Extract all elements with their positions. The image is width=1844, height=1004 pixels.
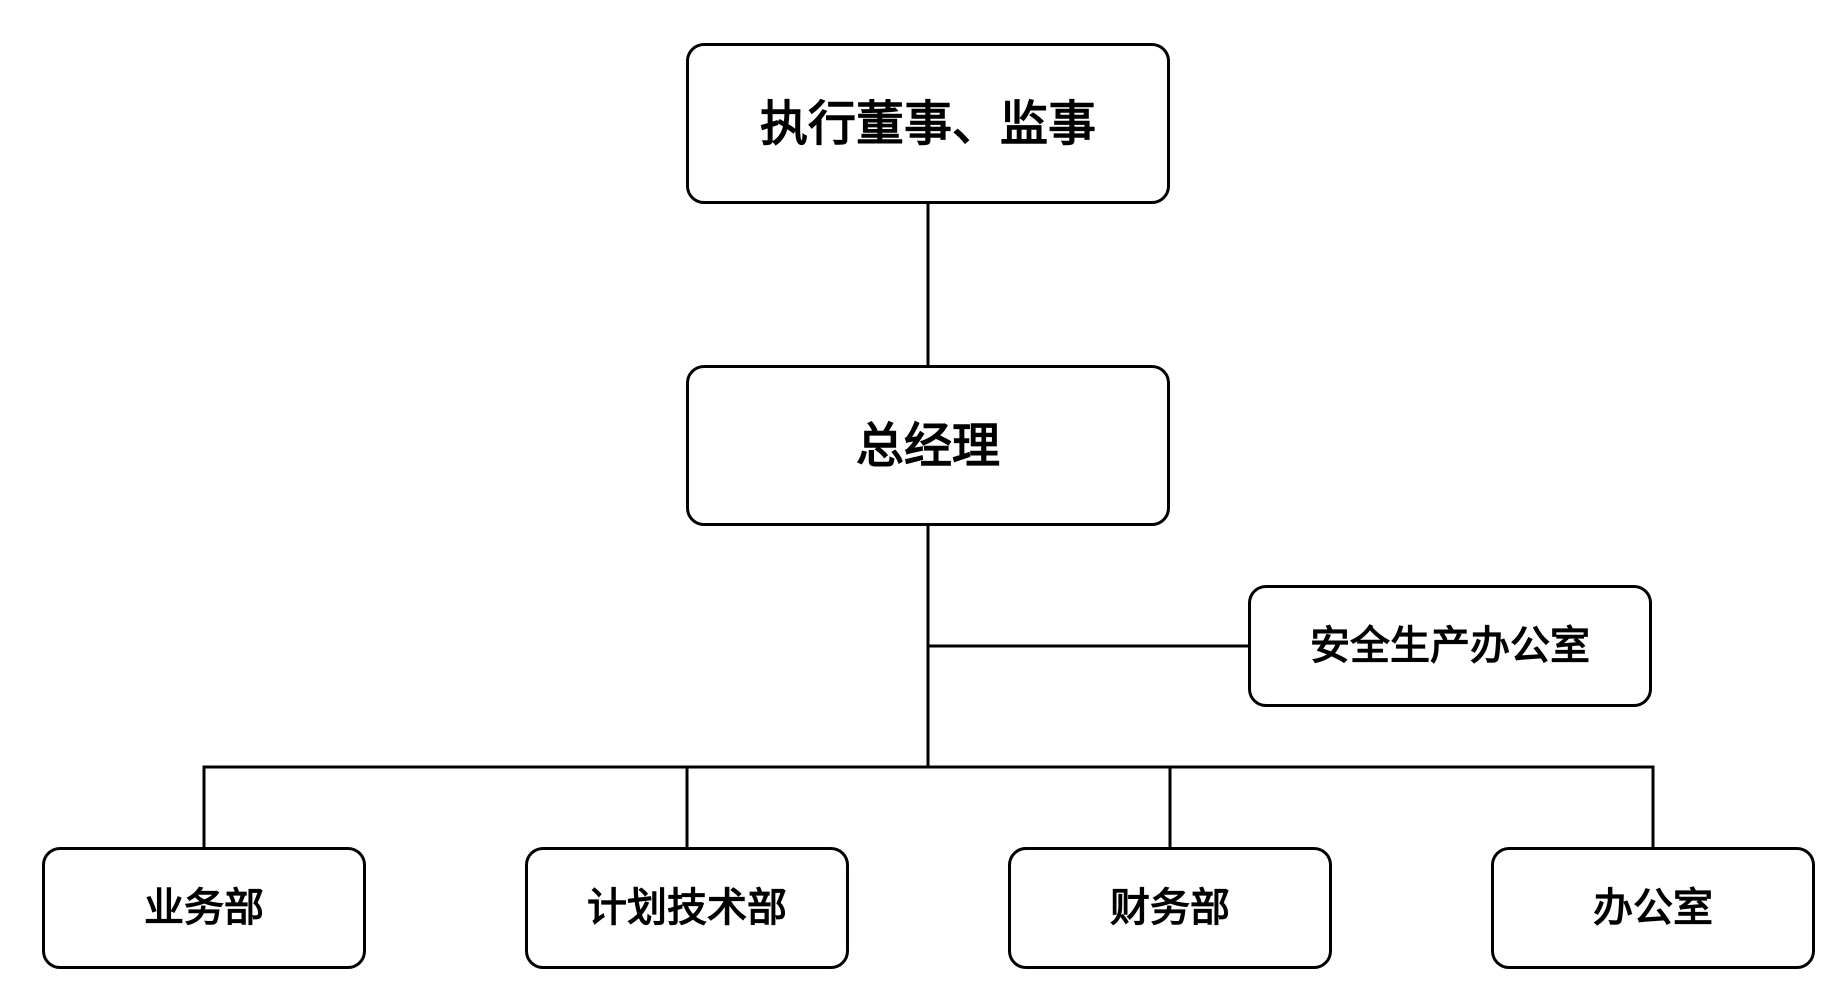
node-planning-dept: 计划技术部: [525, 847, 849, 969]
node-board: 执行董事、监事: [686, 43, 1170, 204]
node-finance-dept-label: 财务部: [1110, 885, 1230, 931]
node-finance-dept: 财务部: [1008, 847, 1332, 969]
node-business-dept-label: 业务部: [144, 885, 264, 931]
node-general-manager-label: 总经理: [855, 417, 1000, 474]
node-general-manager: 总经理: [686, 365, 1170, 526]
node-board-label: 执行董事、监事: [759, 95, 1096, 152]
node-business-dept: 业务部: [42, 847, 366, 969]
node-safety-office-label: 安全生产办公室: [1310, 623, 1590, 669]
node-planning-dept-label: 计划技术部: [587, 885, 787, 931]
node-safety-office: 安全生产办公室: [1248, 585, 1652, 707]
node-admin-office: 办公室: [1491, 847, 1815, 969]
node-admin-office-label: 办公室: [1593, 885, 1713, 931]
